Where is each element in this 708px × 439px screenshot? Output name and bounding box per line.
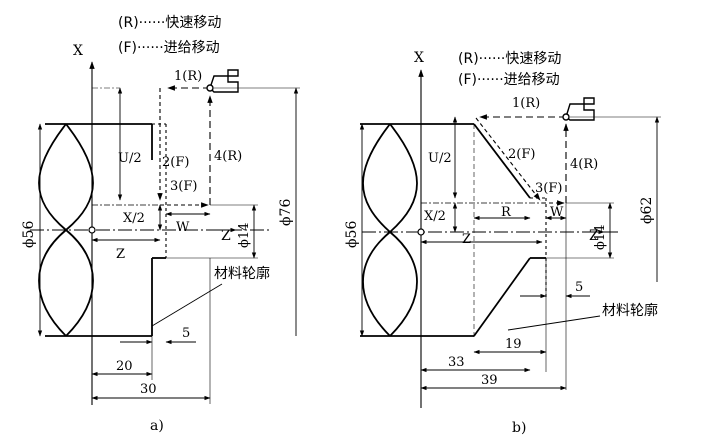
material-leader-a — [151, 283, 223, 327]
w-label-b: W — [550, 205, 564, 220]
dim5-label-a: 5 — [182, 326, 190, 341]
workpiece-a — [38, 123, 166, 337]
u-half-label-a: U/2 — [118, 151, 142, 166]
finished-contour-a — [152, 123, 167, 258]
path-label-4-b: 4(R) — [570, 157, 598, 172]
panel-b: (R)······快速移动 (F)······进给移动 X — [344, 50, 661, 436]
z-axis-label-b: Z — [589, 228, 599, 244]
path-label-1-b: 1(R) — [512, 96, 540, 111]
path-label-4-a: 4(R) — [214, 149, 242, 164]
phi56-label-a: ϕ56 — [21, 221, 37, 248]
u-half-label-b: U/2 — [428, 151, 452, 166]
legend-feed-b: (F)······进给移动 — [458, 72, 560, 88]
x-half-label-b: X/2 — [424, 209, 446, 224]
phi14-label-b: ϕ14 — [593, 225, 608, 250]
path-label-1-a: 1(R) — [174, 69, 202, 84]
caption-b: b) — [512, 420, 526, 436]
finished-contour-b — [530, 197, 547, 300]
material-label-a: 材料轮廓 — [214, 265, 270, 282]
dim33-label-b: 33 — [448, 355, 465, 370]
z-label-a: Z — [116, 247, 125, 262]
origin-a — [88, 226, 96, 234]
tool-icon-b — [562, 97, 595, 121]
r-label-b: R — [501, 205, 512, 220]
tool-icon-a — [206, 69, 239, 93]
panel-a: (R)······快速移动 (F)······进给移动 X — [21, 15, 300, 434]
origin-b — [417, 228, 425, 236]
phi56-label-b: ϕ56 — [344, 221, 360, 248]
legend-rapid-b: (R)······快速移动 — [458, 51, 561, 67]
tool-path-b — [475, 114, 569, 206]
tool-path-a — [157, 85, 213, 208]
phi14-label-a: ϕ14 — [237, 223, 252, 248]
x-half-label-a: X/2 — [123, 211, 145, 226]
dim19-label-b: 19 — [505, 337, 522, 352]
dim5-label-b: 5 — [575, 280, 583, 295]
path-label-3-a: 3(F) — [170, 179, 197, 194]
legend-rapid-a: (R)······快速移动 — [118, 15, 221, 31]
caption-a: a) — [150, 418, 164, 434]
path-label-2-b: 2(F) — [508, 147, 535, 162]
dim39-label-b: 39 — [481, 373, 498, 388]
dim20-label-a: 20 — [116, 359, 133, 374]
material-leader-b — [507, 315, 601, 331]
path-label-3-b: 3(F) — [535, 181, 562, 196]
material-label-b: 材料轮廓 — [602, 302, 658, 319]
dim30-label-a: 30 — [140, 382, 157, 397]
legend-feed-a: (F)······进给移动 — [118, 40, 220, 56]
phi76-label-a: ϕ76 — [278, 199, 294, 226]
path-label-2-a: 2(F) — [162, 155, 189, 170]
z-axis-label-a: Z — [221, 228, 231, 244]
x-axis-label-b: X — [414, 50, 424, 66]
z-label-b: Z — [462, 232, 471, 247]
phi62-label-b: ϕ62 — [639, 197, 655, 224]
x-axis-label-a: X — [73, 43, 83, 59]
w-label-a: W — [176, 220, 190, 235]
